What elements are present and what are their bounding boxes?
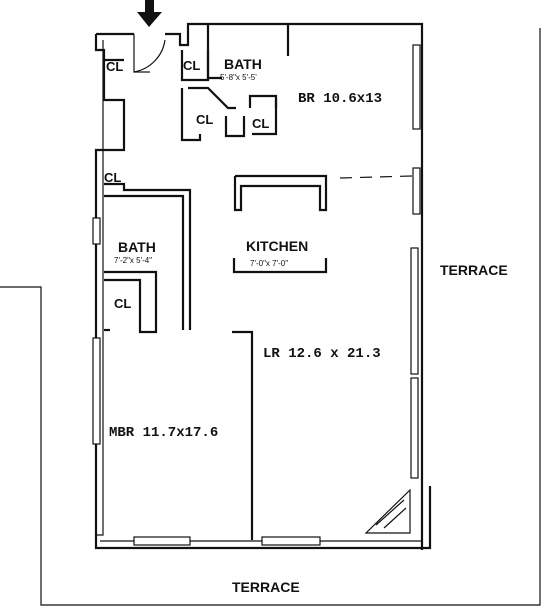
exterior-walls: [94, 22, 432, 550]
upper-core-walls: [104, 24, 278, 142]
closet-label-bath-1: CL: [196, 112, 213, 127]
down-arrow-icon: [137, 0, 162, 27]
bath-mid-size: 7'-2"x 5'-4": [114, 256, 152, 265]
terrace-label-bottom: TERRACE: [232, 579, 300, 595]
terrace-outline: [0, 28, 541, 606]
terrace-label-right: TERRACE: [440, 262, 508, 278]
bath-top-name: BATH: [224, 56, 262, 72]
closet-label-mbr: CL: [114, 296, 131, 311]
kitchen-name: KITCHEN: [246, 238, 308, 254]
closet-label-entry: CL: [106, 59, 123, 74]
kitchen-counter: [232, 258, 328, 274]
br-label: BR 10.6x13: [298, 91, 382, 107]
entry-door: [133, 34, 166, 73]
bath-top-size: 5'-8"x 5'-5': [220, 73, 257, 82]
closet-label-hall: CL: [183, 58, 200, 73]
closet-label-left: CL: [104, 170, 121, 185]
bath-mid-name: BATH: [118, 239, 156, 255]
kitchen-size: 7'-0"x 7'-0": [250, 259, 288, 268]
closet-label-bath-2: CL: [252, 116, 269, 131]
mbr-label: MBR 11.7x17.6: [109, 425, 218, 441]
lr-label: LR 12.6 x 21.3: [263, 346, 381, 362]
mid-walls: [104, 174, 413, 540]
windows: [92, 44, 421, 546]
fireplace: [364, 488, 411, 534]
